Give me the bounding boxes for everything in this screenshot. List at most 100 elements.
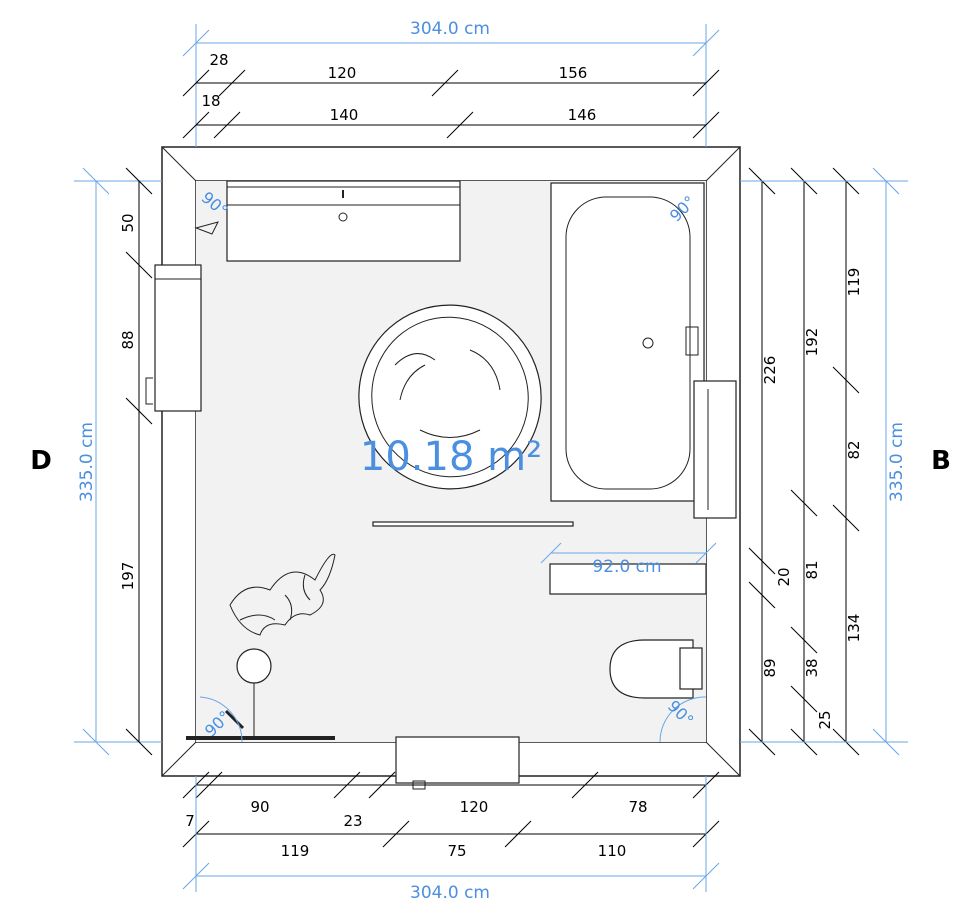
rug-pattern xyxy=(394,349,501,438)
oval-rug xyxy=(358,304,542,490)
left-dimensions: 335.0 cm 50 88 197 xyxy=(74,167,162,756)
cabinet-handle-icon xyxy=(145,377,153,405)
dim-right-col2-b: 81 xyxy=(803,560,821,579)
dim-right-col3-c: 134 xyxy=(845,614,863,643)
dim-top-row1-a: 28 xyxy=(209,51,228,69)
wall-miter xyxy=(705,741,741,777)
plant-icon xyxy=(229,553,336,636)
bathtub xyxy=(550,182,705,502)
dim-tick xyxy=(213,111,241,139)
dim-tick xyxy=(333,771,361,799)
inner-dimension: 92.0 cm xyxy=(540,542,717,577)
dim-tick xyxy=(832,504,860,532)
dim-bottom-row1-d: 120 xyxy=(460,798,489,816)
dim-right-col2-a: 192 xyxy=(803,328,821,357)
dim-top-row1-b: 120 xyxy=(328,64,357,82)
dim-right-overall: 335.0 cm xyxy=(887,422,907,502)
dim-tick xyxy=(748,547,776,575)
toilet xyxy=(609,639,703,699)
rug-inner xyxy=(371,316,529,478)
dim-left-a: 50 xyxy=(119,213,137,232)
angle-arc xyxy=(199,696,243,743)
bathtub-faucet-icon xyxy=(685,326,699,356)
plant-detail xyxy=(239,574,311,621)
dim-tick xyxy=(540,542,562,564)
dim-tick xyxy=(571,771,599,799)
dim-tick xyxy=(125,397,153,425)
dim-tick xyxy=(504,820,532,848)
dim-right-col1-a: 226 xyxy=(761,356,779,385)
dim-bottom-row1-c: 23 xyxy=(343,812,362,830)
dim-top-row2-a: 18 xyxy=(201,92,220,110)
dim-tick xyxy=(748,581,776,609)
drain-icon xyxy=(338,212,348,222)
bathtub-rim xyxy=(550,182,705,502)
wall-miter xyxy=(705,146,741,182)
glass-partition xyxy=(372,521,574,527)
dim-tick xyxy=(218,69,246,97)
dim-tick xyxy=(125,251,153,279)
dim-tick xyxy=(195,771,223,799)
wall-miter xyxy=(161,741,197,777)
dim-right-col1-c: 89 xyxy=(761,658,779,677)
wall-miter xyxy=(161,146,197,182)
dim-bottom-row2-a: 119 xyxy=(281,842,310,860)
dim-right-col1-b: 20 xyxy=(775,567,793,586)
vanity-unit xyxy=(226,180,461,262)
door xyxy=(395,736,520,790)
dim-top-row1-c: 156 xyxy=(559,64,588,82)
dim-tick xyxy=(695,542,717,564)
dim-tick xyxy=(692,69,720,97)
shower-handle-icon xyxy=(224,709,245,730)
dim-tick xyxy=(790,489,818,517)
dim-tick xyxy=(790,626,818,654)
dim-tick xyxy=(446,111,474,139)
cabinet-body xyxy=(154,264,202,412)
dim-tick xyxy=(790,685,818,713)
dim-top-row2-c: 146 xyxy=(568,106,597,124)
dim-tick xyxy=(368,771,396,799)
dim-bottom-overall: 304.0 cm xyxy=(410,883,490,903)
dim-right-col3-a: 119 xyxy=(845,268,863,297)
dim-bottom-row2-c: 110 xyxy=(598,842,627,860)
dim-tick xyxy=(182,111,210,139)
dim-left-c: 197 xyxy=(119,562,137,591)
toilet-bowl xyxy=(609,639,694,699)
angle-arc xyxy=(659,696,707,743)
dim-bottom-row1-a: 7 xyxy=(185,812,195,830)
dim-tick xyxy=(832,366,860,394)
dim-tick xyxy=(182,69,210,97)
room-area: 10.18 m² xyxy=(360,434,542,480)
towel-radiator xyxy=(693,380,737,519)
dim-right-col3-b: 82 xyxy=(845,440,863,459)
right-dimensions: 226 20 89 192 81 38 25 119 82 134 335.0 … xyxy=(740,167,908,756)
top-dimensions: 304.0 cm 28 120 156 18 140 146 xyxy=(182,19,720,147)
plant-foliage xyxy=(229,553,336,636)
dim-bottom-row1-b: 90 xyxy=(250,798,269,816)
dim-left-overall: 335.0 cm xyxy=(77,422,97,502)
shower-head-icon xyxy=(236,648,272,684)
door-panel xyxy=(395,736,520,784)
dim-tick xyxy=(125,728,153,756)
shower xyxy=(186,648,335,740)
wall-cabinet-left xyxy=(145,264,202,412)
dim-tick xyxy=(431,69,459,97)
dim-bottom-row2-b: 75 xyxy=(447,842,466,860)
dim-bottom-row1-e: 78 xyxy=(628,798,647,816)
dim-tick xyxy=(125,167,153,195)
dim-left-b: 88 xyxy=(119,330,137,349)
dim-top-overall: 304.0 cm xyxy=(410,19,490,39)
dim-inner: 92.0 cm xyxy=(592,557,661,577)
dim-tick xyxy=(692,111,720,139)
dim-right-col2-d: 25 xyxy=(816,710,834,729)
bathtub-drain-icon xyxy=(642,337,654,349)
dim-top-row2-b: 140 xyxy=(330,106,359,124)
bottom-dimensions: 7 90 23 120 78 119 75 110 304.0 cm xyxy=(182,771,720,903)
wall-shelf xyxy=(549,563,707,595)
rug-outer xyxy=(358,304,542,490)
bathtub-basin xyxy=(565,196,691,490)
wall-label-left: D xyxy=(30,446,52,476)
angle-arrow-icon xyxy=(194,221,219,235)
dim-tick xyxy=(382,820,410,848)
